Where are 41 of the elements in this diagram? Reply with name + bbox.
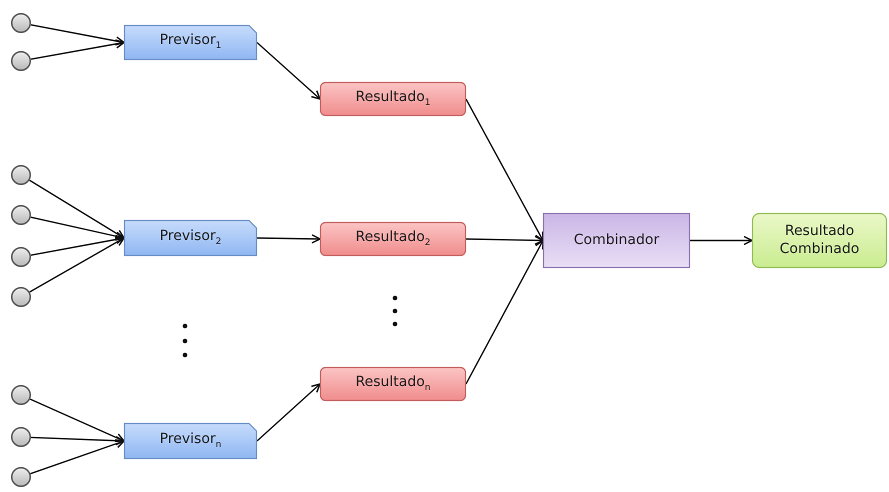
combiner-box xyxy=(543,213,690,268)
node-label: Resultado Combinado xyxy=(778,223,860,258)
result-box xyxy=(320,222,466,256)
node-label: Previsor$_{n}$ xyxy=(160,430,222,452)
result-box xyxy=(320,367,466,401)
node-label: Previsor$_{2}$ xyxy=(160,228,222,248)
circle-node xyxy=(11,205,31,225)
arrow xyxy=(30,24,125,46)
node-label: Resultado$_{n}$ xyxy=(355,374,430,394)
node-label: Resultado$_{2}$ xyxy=(355,228,431,250)
arrow xyxy=(256,42,321,100)
predictor-box xyxy=(124,25,257,60)
node-label: Resultado$_{1}$ xyxy=(355,88,431,110)
arrow xyxy=(30,436,125,446)
arrow xyxy=(29,237,125,293)
circle-node xyxy=(11,467,31,487)
circle-node xyxy=(11,247,31,267)
circle-node xyxy=(11,385,31,405)
arrow xyxy=(30,439,125,474)
arrow xyxy=(466,236,544,246)
node-label: Combinador xyxy=(574,232,660,250)
circle-node xyxy=(11,427,31,447)
arrow xyxy=(30,398,125,442)
circle-node xyxy=(11,287,31,307)
combined-result-box xyxy=(752,213,887,268)
arrow xyxy=(256,234,321,244)
circle-node xyxy=(11,13,31,33)
arrow xyxy=(29,180,125,239)
predictor-box xyxy=(124,423,257,459)
arrow xyxy=(30,234,125,256)
arrow xyxy=(465,240,544,384)
arrow xyxy=(690,236,753,246)
result-box xyxy=(320,82,466,116)
node-label: Previsor$_{1}$ xyxy=(160,32,222,53)
circle-node xyxy=(11,165,31,185)
arrow xyxy=(30,39,125,60)
circle-node xyxy=(11,51,31,71)
arrow xyxy=(30,216,125,241)
arrow xyxy=(465,98,544,242)
arrow xyxy=(256,383,321,442)
predictor-box xyxy=(124,220,257,256)
